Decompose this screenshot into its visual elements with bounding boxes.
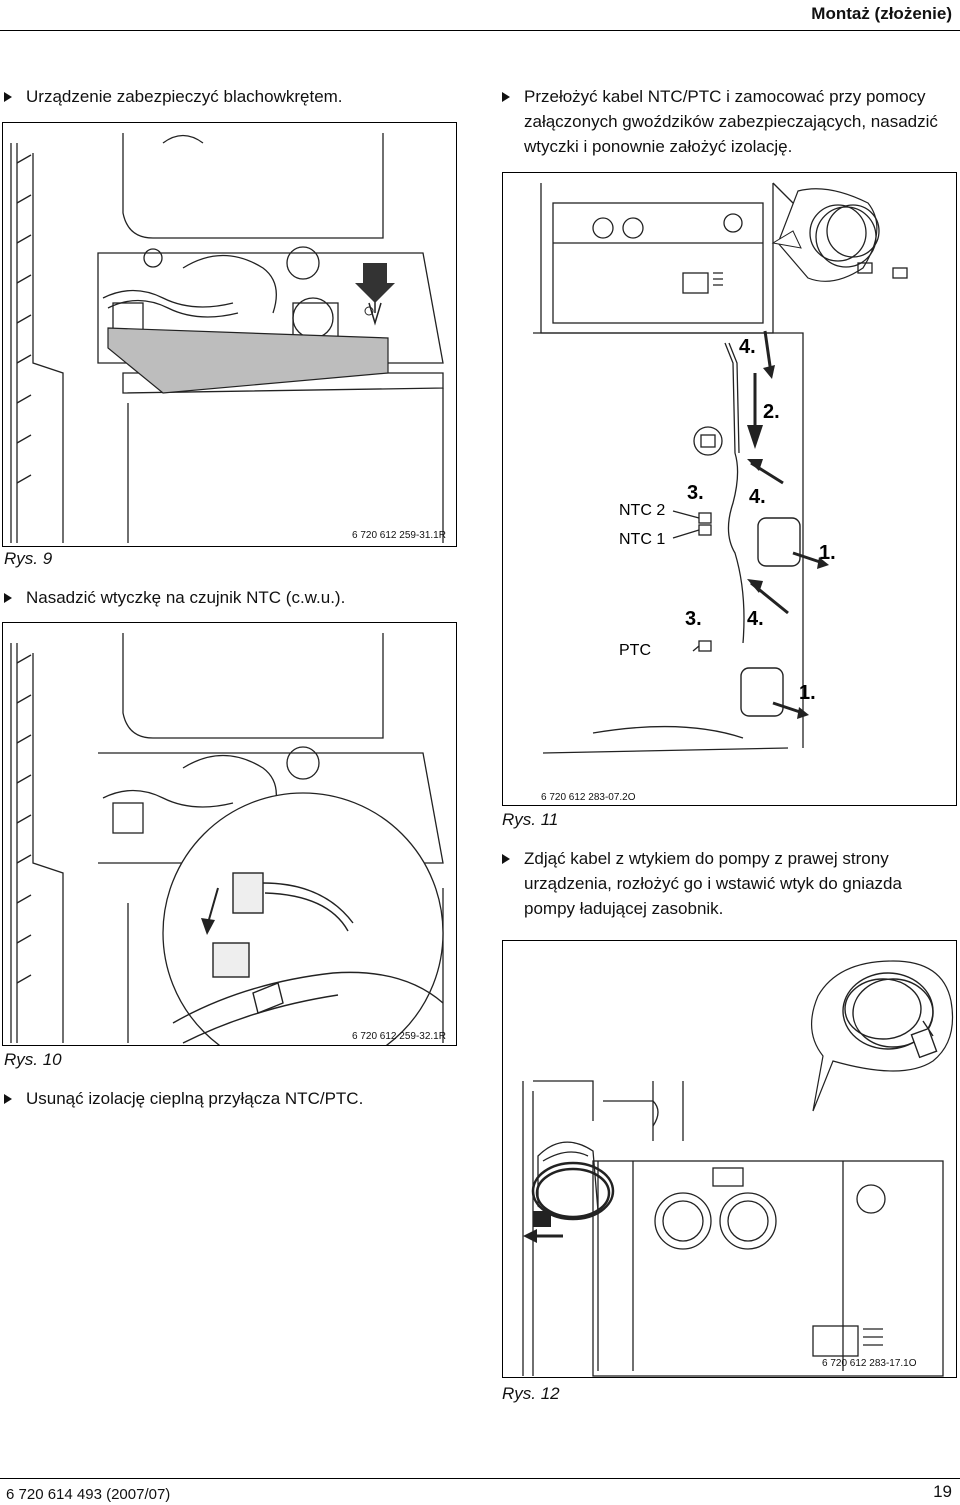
- sensor-label: PTC: [619, 642, 651, 659]
- step-label: 1.: [819, 542, 836, 564]
- bullet-triangle-icon: [4, 1094, 12, 1104]
- step-label: 4.: [747, 608, 764, 630]
- step-label: 3.: [687, 482, 704, 504]
- step-label: 4.: [749, 486, 766, 508]
- figure-code: 6 720 612 283-07.2O: [541, 792, 636, 803]
- ntc-plug-drawing: [10, 633, 444, 1045]
- header-rule: [0, 30, 960, 31]
- step-instruction: Przełożyć kabel NTC/PTC i zamocować przy…: [502, 84, 952, 159]
- bullet-triangle-icon: [502, 854, 510, 864]
- figure-caption: Rys. 10: [4, 1050, 62, 1069]
- step-label: 4.: [739, 336, 756, 358]
- step-instruction: Usunąć izolację cieplną przyłącza NTC/PT…: [4, 1086, 474, 1111]
- figure-code: 6 720 612 259-32.1R: [352, 1031, 446, 1042]
- sensor-label: NTC 1: [619, 531, 665, 548]
- page-number: 19: [933, 1482, 952, 1501]
- figure-12-illustration: [502, 940, 957, 1378]
- figure-caption: Rys. 9: [4, 549, 53, 568]
- figure-code: 6 720 612 259-31.1R: [352, 530, 446, 541]
- figure-caption: Rys. 12: [502, 1384, 560, 1403]
- step-label: 1.: [799, 682, 816, 704]
- figure-10-illustration: [2, 622, 457, 1046]
- figure-code: 6 720 612 283-17.1O: [822, 1358, 917, 1369]
- bullet-triangle-icon: [4, 92, 12, 102]
- ntc-ptc-cable-drawing: 4. 2. 3. 4. NTC 2 NTC 1 1. 3. 4. PTC 1.: [533, 182, 908, 754]
- bullet-triangle-icon: [502, 92, 510, 102]
- step-label: 3.: [685, 608, 702, 630]
- figure-caption: Rys. 11: [502, 810, 559, 829]
- step-instruction: Nasadzić wtyczkę na czujnik NTC (c.w.u.)…: [4, 585, 474, 610]
- step-instruction: Zdjąć kabel z wtykiem do pompy z prawej …: [502, 846, 952, 921]
- bullet-triangle-icon: [4, 593, 12, 603]
- pump-cable-drawing: [522, 960, 954, 1377]
- sensor-label: NTC 2: [619, 502, 665, 519]
- figure-9-illustration: [2, 122, 457, 547]
- step-label: 2.: [763, 401, 780, 423]
- figure-11-illustration: 4. 2. 3. 4. NTC 2 NTC 1 1. 3. 4. PTC 1.: [502, 172, 957, 806]
- step-instruction: Urządzenie zabezpieczyć blachowkrętem.: [4, 84, 474, 109]
- document-code: 6 720 614 493 (2007/07): [6, 1486, 171, 1503]
- boiler-screw-drawing: [10, 133, 444, 543]
- section-title: Montaż (złożenie): [811, 4, 952, 23]
- footer-rule: [0, 1478, 960, 1479]
